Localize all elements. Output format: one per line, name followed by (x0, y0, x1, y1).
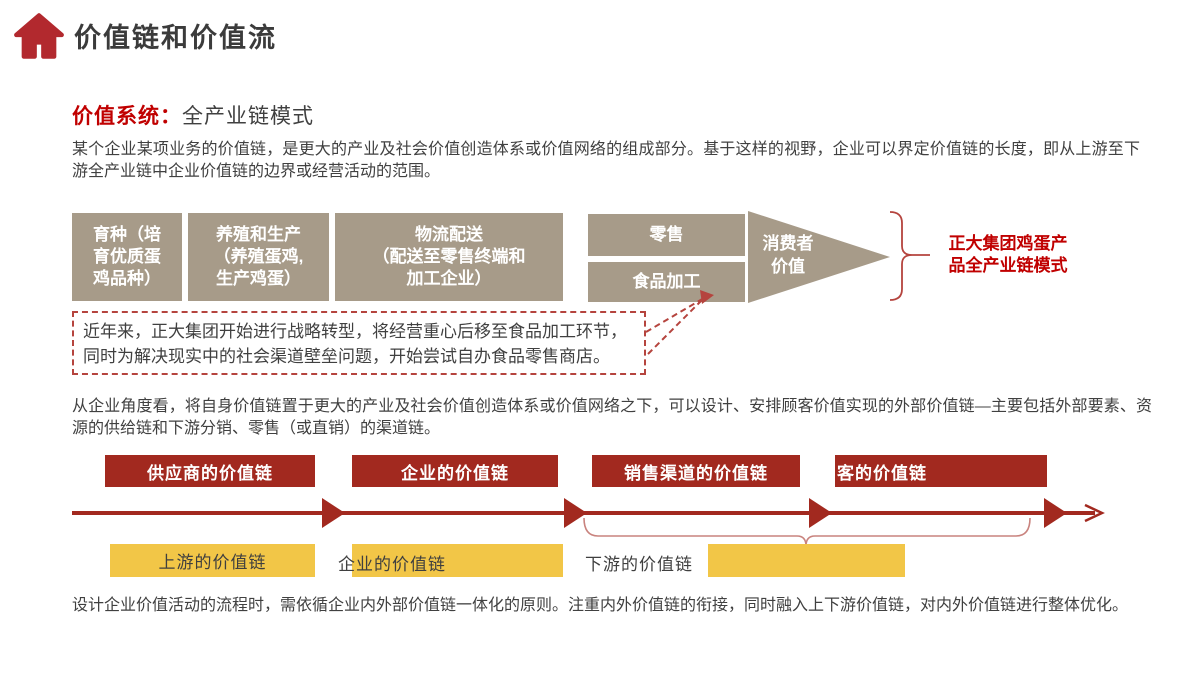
value-chain-box-sales-channel: 销售渠道的价值链 (592, 455, 800, 487)
value-chain-box-customer: 客的价值链 (835, 455, 1047, 487)
home-icon (14, 13, 64, 59)
segment-upstream-box: 上游的价值链 (110, 544, 315, 577)
brace-icon (889, 211, 930, 301)
segment-enterprise-box (352, 544, 563, 577)
section-title: 全产业链模式 (182, 105, 314, 128)
consumer-value-label: 消费者 价值 (762, 234, 814, 276)
section-heading: 价值系统：全产业链模式 (72, 100, 314, 130)
stage-box-breeding: 育种（培 育优质蛋 鸡品种） (72, 213, 182, 301)
stage-box-food-processing: 食品加工 (588, 262, 745, 302)
consumer-arrow-icon (748, 211, 890, 303)
stage-box-logistics: 物流配送 （配送至零售终端和 加工企业） (335, 213, 563, 301)
segment-enterprise-label: 企业的价值链 (338, 555, 446, 574)
paragraph-1: 某个企业某项业务的价值链，是更大的产业及社会价值创造体系或价值网络的组成部分。基… (72, 141, 1140, 180)
value-chain-box-supplier: 供应商的价值链 (105, 455, 315, 487)
arrowhead-icon-2 (564, 498, 587, 528)
callout-arrow-icon (645, 290, 714, 355)
arrow-end-icon (1084, 503, 1105, 523)
paragraph-3: 设计企业价值活动的流程时，需依循企业内外部价值链一体化的原则。注重内外价值链的衔… (72, 597, 1129, 614)
paragraph-2: 从企业角度看，将自身价值链置于更大的产业及社会价值创造体系或价值网络之下，可以设… (72, 398, 1152, 437)
arrowhead-icon-1 (322, 498, 345, 528)
note-box: 近年来，正大集团开始进行战略转型，将经营重心后移至食品加工环节， 同时为解决现实… (72, 311, 646, 375)
stage-box-retail: 零售 (588, 214, 745, 256)
arrowhead-icon-4 (1044, 498, 1067, 528)
page-title: 价值链和价值流 (74, 23, 277, 53)
segment-downstream-box (708, 544, 905, 577)
arrowhead-icon-3 (809, 498, 832, 528)
value-chain-box-enterprise: 企业的价值链 (352, 455, 558, 487)
section-label: 价值系统： (72, 105, 182, 128)
stage-box-farming: 养殖和生产 （养殖蛋鸡, 生产鸡蛋） (188, 213, 329, 301)
segment-downstream-label: 下游的价值链 (585, 555, 693, 574)
chain-callout-label: 正大集团鸡蛋产 品全产业链模式 (948, 234, 1068, 275)
